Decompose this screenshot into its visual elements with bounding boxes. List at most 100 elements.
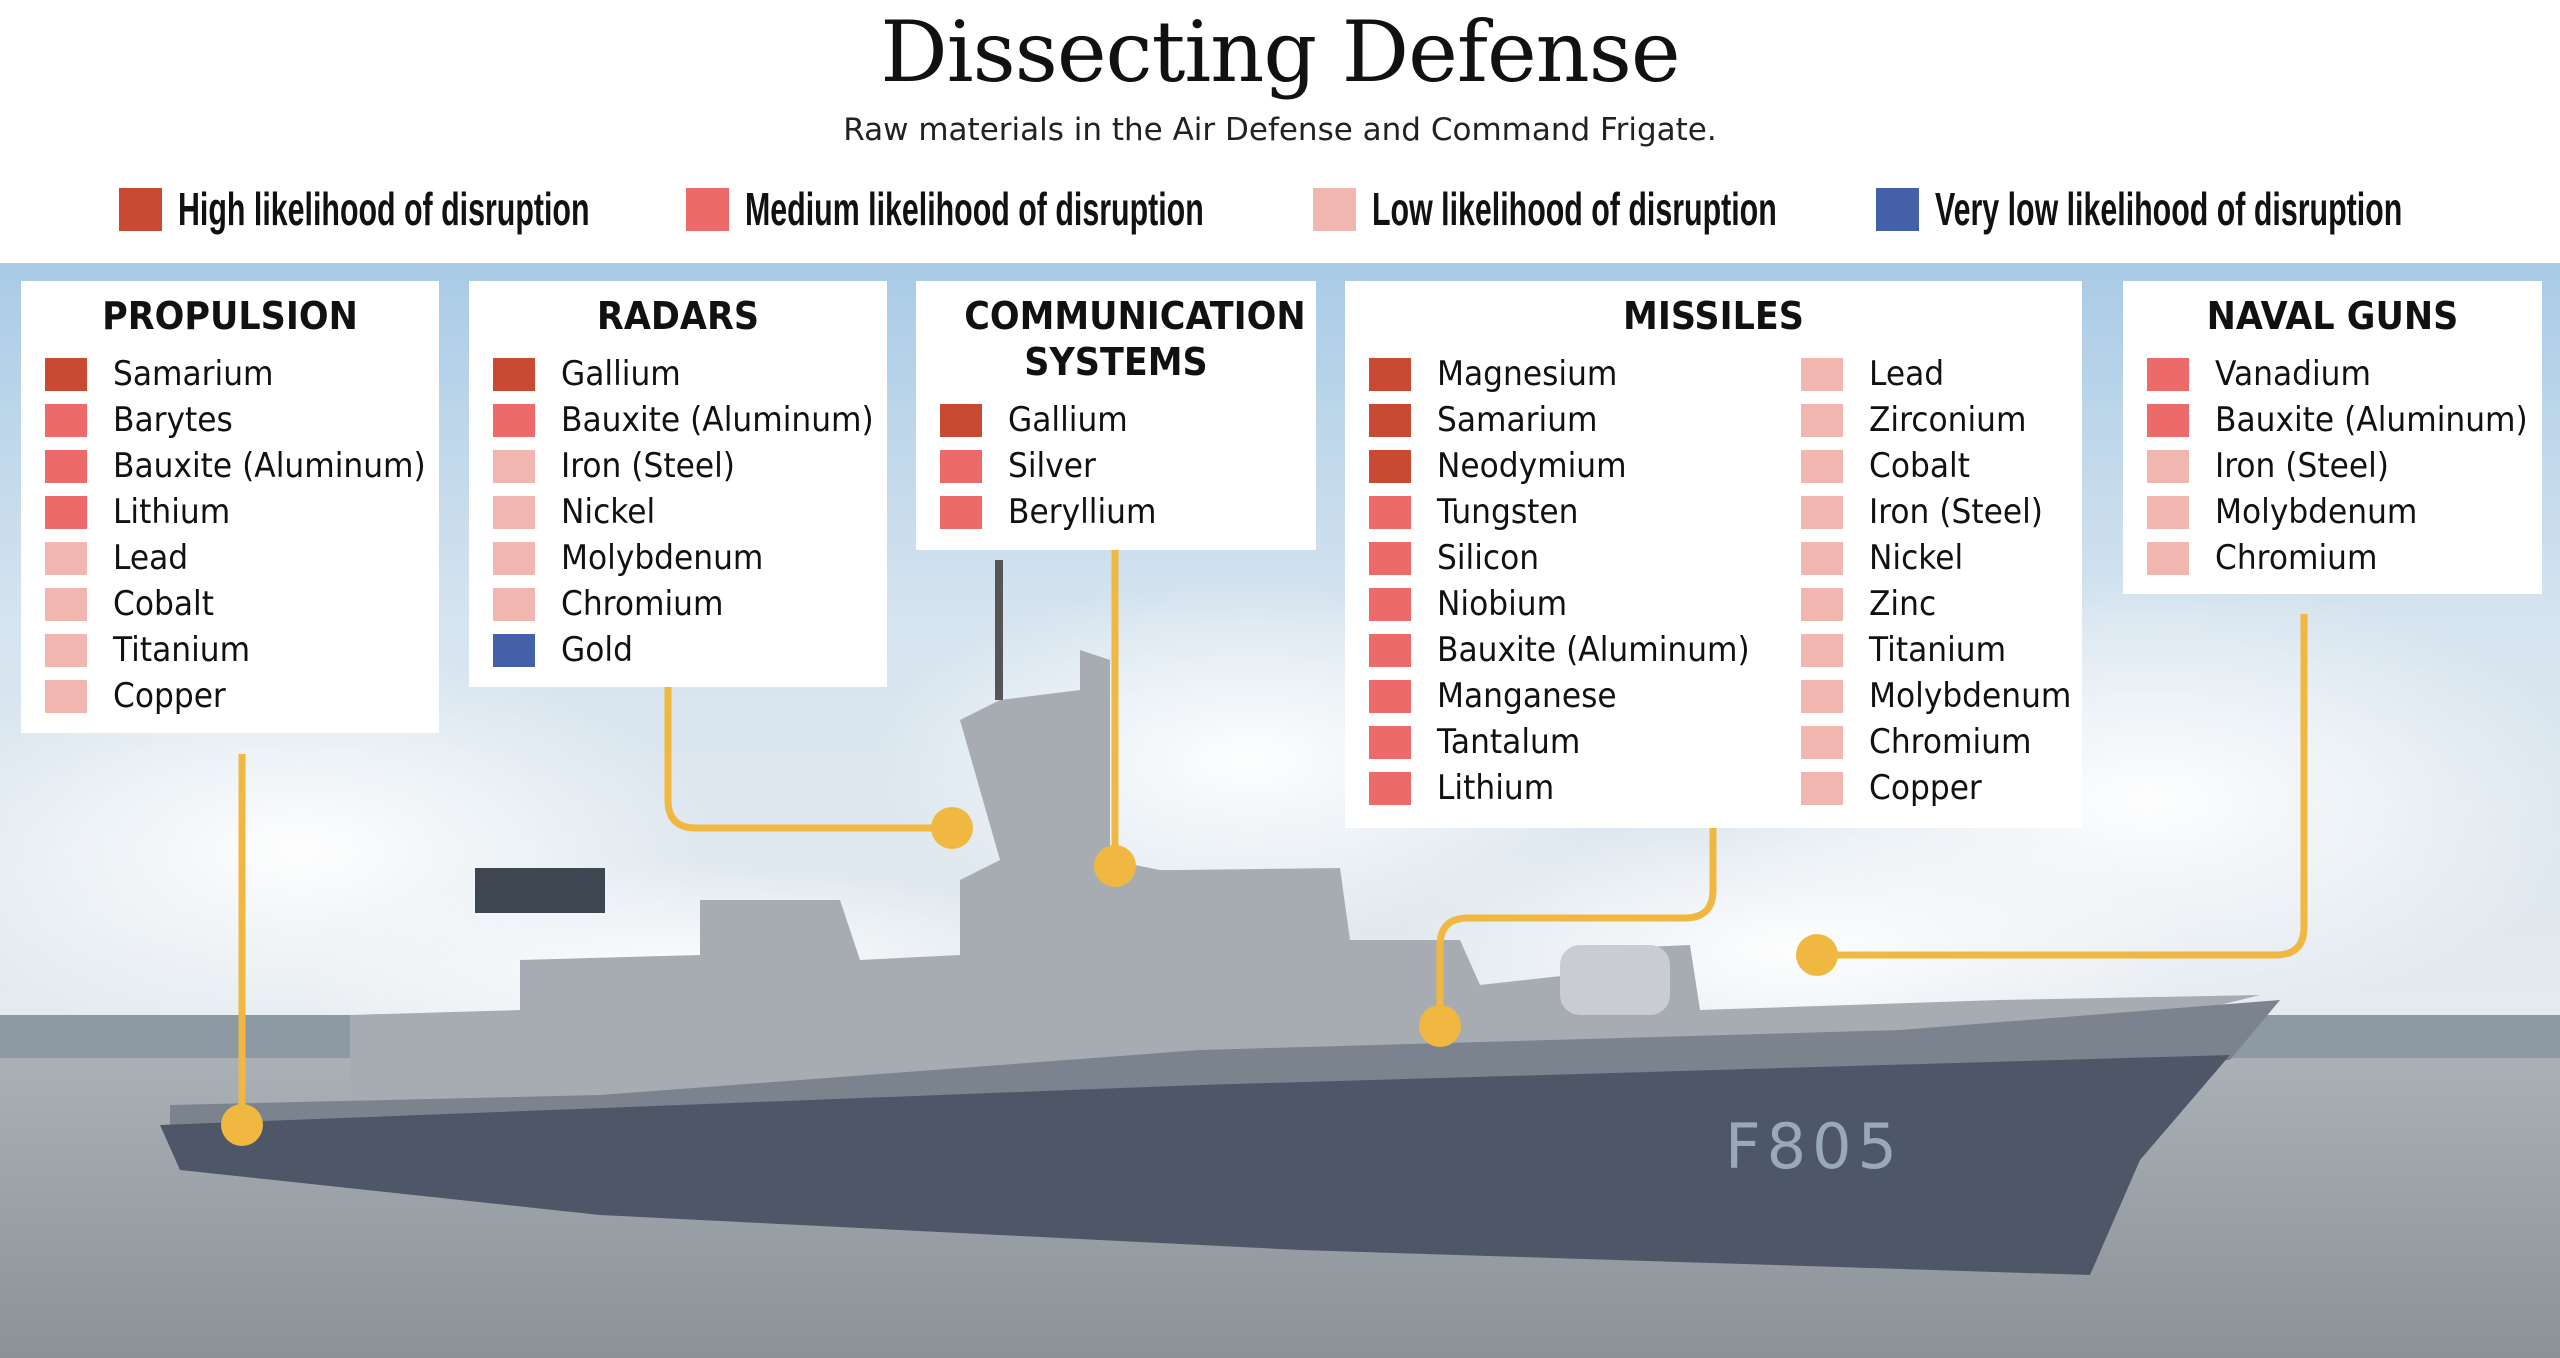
marker-radars	[931, 807, 973, 849]
material-name: Titanium	[113, 630, 251, 670]
material-item: Cobalt	[21, 581, 453, 627]
legend-label: Low likelihood of disruption	[1372, 183, 1777, 235]
material-name: Gallium	[561, 354, 681, 394]
material-item: Beryllium	[916, 489, 1316, 535]
material-item: Cobalt	[1777, 443, 2089, 489]
radar-panel	[475, 868, 605, 913]
legend-swatch	[1876, 187, 1919, 231]
material-name: Bauxite (Aluminum)	[561, 400, 874, 440]
hull-number: F805	[1725, 1110, 1903, 1183]
panel-title: RADARS	[596, 294, 760, 338]
connector-lines	[238, 550, 2308, 1125]
risk-swatch-medium	[1369, 771, 1411, 805]
material-item: Zirconium	[1777, 397, 2089, 443]
panel-title: MISSILES	[1623, 294, 1804, 338]
material-name: Bauxite (Aluminum)	[1437, 630, 1750, 670]
material-item: Iron (Steel)	[2123, 443, 2555, 489]
material-name: Chromium	[2215, 538, 2378, 578]
risk-swatch-high	[493, 357, 535, 391]
material-name: Copper	[1868, 768, 1982, 808]
marker-propulsion	[221, 1104, 263, 1146]
legend-very-low: Very low likelihood of disruption	[1876, 183, 2560, 235]
connector-missiles	[1436, 828, 1717, 1026]
material-name: Manganese	[1437, 676, 1617, 716]
risk-swatch-low	[493, 495, 535, 529]
material-item: Chromium	[2123, 535, 2555, 581]
material-item: Bauxite (Aluminum)	[469, 397, 901, 443]
material-item: Manganese	[1345, 673, 1777, 719]
material-name: Titanium	[1868, 630, 2006, 670]
material-item: Bauxite (Aluminum)	[21, 443, 453, 489]
material-item: Barytes	[21, 397, 453, 443]
risk-swatch-high	[1369, 357, 1411, 391]
superstructure	[350, 650, 2260, 1110]
risk-swatch-low	[1800, 495, 1843, 529]
material-name: Niobium	[1437, 584, 1568, 624]
risk-swatch-medium	[940, 449, 982, 483]
material-item: Lithium	[21, 489, 453, 535]
legend-swatch	[1313, 187, 1356, 231]
risk-swatch-low	[1800, 771, 1843, 805]
material-name: Silver	[1008, 446, 1096, 486]
risk-swatch-very-low	[493, 633, 535, 667]
material-item: Niobium	[1345, 581, 1777, 627]
risk-swatch-low	[1800, 587, 1843, 621]
mast	[995, 560, 1003, 700]
material-name: Tantalum	[1437, 722, 1581, 762]
risk-swatch-medium	[45, 403, 87, 437]
material-name: Lead	[1868, 354, 1945, 394]
risk-swatch-high	[45, 357, 87, 391]
material-item: Tantalum	[1345, 719, 1777, 765]
risk-swatch-medium	[1369, 679, 1411, 713]
material-name: Bauxite (Aluminum)	[2215, 400, 2528, 440]
risk-swatch-high	[1369, 449, 1411, 483]
legend-swatch	[686, 187, 729, 231]
material-name: Barytes	[113, 400, 233, 440]
risk-swatch-low	[2147, 449, 2189, 483]
risk-swatch-high	[1369, 403, 1411, 437]
material-name: Molybdenum	[1868, 676, 2072, 716]
risk-swatch-low	[45, 541, 87, 575]
legend-label: High likelihood of disruption	[178, 183, 590, 235]
connector-radars	[664, 687, 952, 832]
material-item: Molybdenum	[2123, 489, 2555, 535]
material-name: Lithium	[113, 492, 231, 532]
risk-swatch-low	[493, 449, 535, 483]
material-name: Iron (Steel)	[1868, 492, 2043, 532]
material-item: Tungsten	[1345, 489, 1777, 535]
material-item: Silicon	[1345, 535, 1777, 581]
risk-swatch-medium	[2147, 403, 2189, 437]
risk-swatch-low	[45, 633, 87, 667]
material-name: Iron (Steel)	[2215, 446, 2390, 486]
material-item: Neodymium	[1345, 443, 1777, 489]
legend-high: High likelihood of disruption	[119, 183, 802, 235]
material-item: Lithium	[1345, 765, 1777, 811]
material-item: Lead	[21, 535, 453, 581]
risk-swatch-medium	[45, 495, 87, 529]
material-item: Chromium	[1777, 719, 2089, 765]
risk-swatch-low	[493, 587, 535, 621]
legend-medium: Medium likelihood of disruption	[686, 183, 1440, 235]
material-item: Copper	[1777, 765, 2089, 811]
risk-swatch-low	[2147, 541, 2189, 575]
marker-communication	[1094, 845, 1136, 887]
material-name: Tungsten	[1437, 492, 1579, 532]
material-item: Zinc	[1777, 581, 2089, 627]
risk-swatch-low	[1800, 403, 1843, 437]
material-name: Samarium	[1437, 400, 1598, 440]
material-item: Nickel	[469, 489, 901, 535]
risk-swatch-low	[45, 587, 87, 621]
panel-title: COMMUNICATION SYSTEMS	[964, 294, 1306, 384]
material-item: Silver	[916, 443, 1316, 489]
page-title: Dissecting Defense	[880, 3, 1680, 101]
risk-swatch-low	[2147, 495, 2189, 529]
risk-swatch-low	[1800, 679, 1843, 713]
material-item: Molybdenum	[469, 535, 901, 581]
connector-naval-guns	[1817, 614, 2308, 959]
frigate: F805	[160, 560, 2280, 1275]
material-name: Magnesium	[1437, 354, 1618, 394]
material-name: Copper	[113, 676, 226, 716]
risk-swatch-medium	[1369, 725, 1411, 759]
hull-upper	[170, 1000, 2280, 1130]
